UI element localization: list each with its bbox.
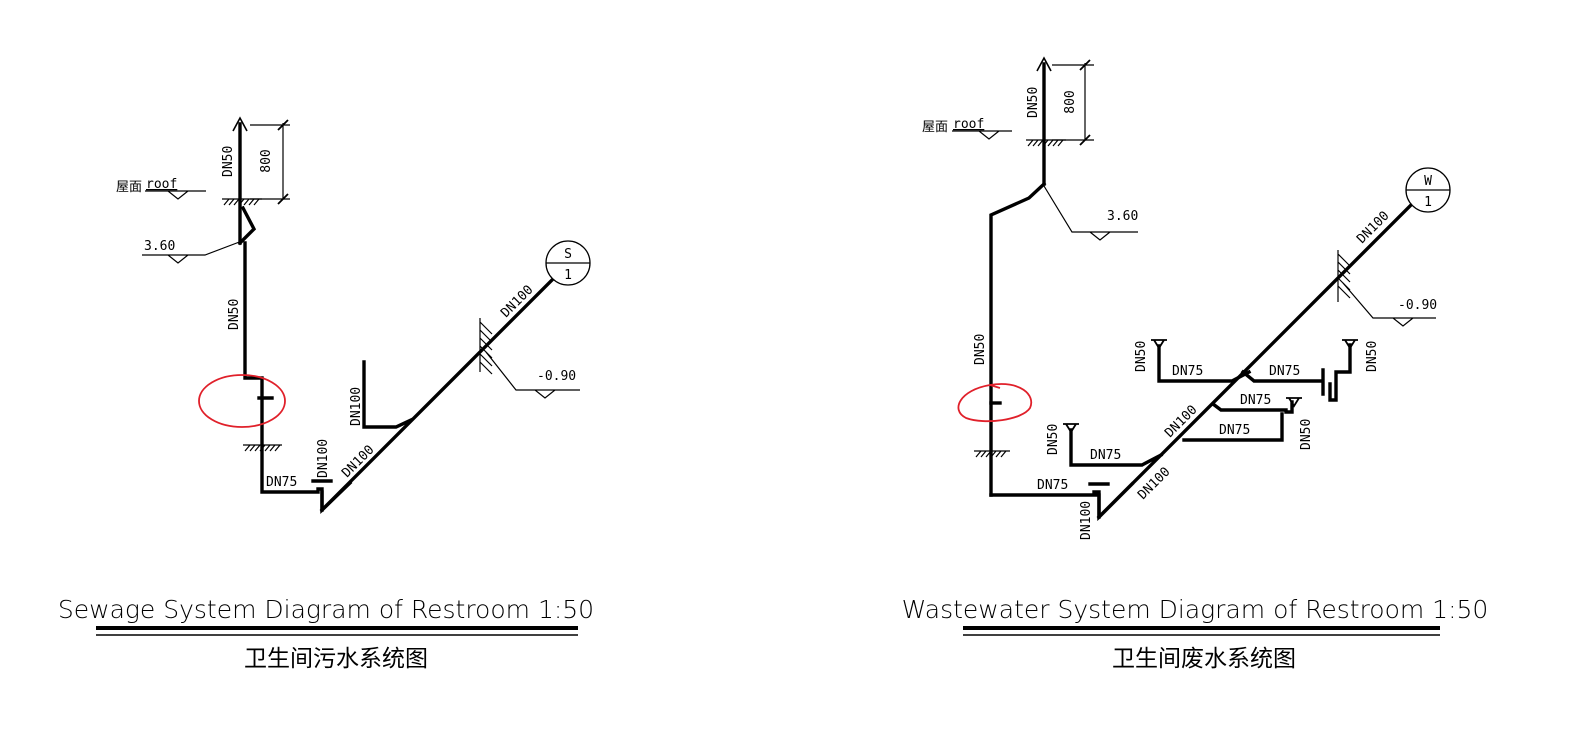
wastewater-label-stack: DN50 xyxy=(973,334,988,365)
wastewater-diagram: 800 屋面 roof 3.60 -0.90 xyxy=(902,56,1489,672)
wastewater-label-b3: DN75 xyxy=(1269,364,1300,379)
wastewater-label-b2: DN75 xyxy=(1172,364,1203,379)
wastewater-label-vent: DN50 xyxy=(1026,87,1041,118)
wastewater-title-zh: 卫生间废水系统图 xyxy=(1112,646,1296,672)
wastewater-label-f2: DN50 xyxy=(1134,341,1149,372)
sewage-main-drain xyxy=(319,276,556,513)
wastewater-badge-number: 1 xyxy=(1424,195,1432,210)
sewage-title-en: Sewage System Diagram of Restroom 1:50 xyxy=(58,595,594,624)
wastewater-elev-360: 3.60 xyxy=(1107,209,1138,224)
wastewater-label-b5: DN75 xyxy=(1219,423,1250,438)
wastewater-label-riser: DN100 xyxy=(1079,501,1094,540)
wastewater-dim-800: 800 xyxy=(1063,90,1078,113)
wastewater-roof-zh: 屋面 xyxy=(922,120,948,135)
sewage-dim-800: 800 xyxy=(259,149,274,172)
sewage-elevation-bottom: -0.90 xyxy=(485,351,580,399)
wastewater-elev-090: -0.90 xyxy=(1398,298,1437,313)
sewage-title-zh: 卫生间污水系统图 xyxy=(244,646,428,672)
sewage-label-stack: DN50 xyxy=(227,299,242,330)
wastewater-branches xyxy=(1063,339,1358,467)
wastewater-system-badge: W 1 xyxy=(1405,167,1451,213)
wastewater-title-en: Wastewater System Diagram of Restroom 1:… xyxy=(902,595,1489,624)
wastewater-annotation-circle xyxy=(957,383,1033,423)
wastewater-label-f4: DN50 xyxy=(1299,419,1314,450)
sewage-label-side: DN100 xyxy=(349,387,364,426)
sewage-elev-090: -0.90 xyxy=(537,369,576,384)
sewage-roof-zh: 屋面 xyxy=(116,180,142,195)
wastewater-elevation-top: 3.60 xyxy=(1043,185,1138,241)
wastewater-elevation-bottom: -0.90 xyxy=(1342,282,1437,327)
wastewater-label-main: DN100 xyxy=(1135,465,1173,503)
wastewater-label-b4: DN75 xyxy=(1240,393,1271,408)
sewage-elevation-top: 3.60 xyxy=(142,239,243,264)
wastewater-label-f1: DN50 xyxy=(1046,424,1061,455)
sewage-system-badge: S 1 xyxy=(545,240,591,286)
wastewater-height-dimension: 800 xyxy=(1052,59,1094,146)
sewage-main-stack xyxy=(243,241,320,494)
sewage-side-branch xyxy=(362,360,414,429)
sewage-roof-en: roof xyxy=(146,177,177,192)
wastewater-label-branch: DN75 xyxy=(1037,478,1068,493)
sewage-label-riser: DN100 xyxy=(316,439,331,478)
wastewater-label-b1: DN75 xyxy=(1090,448,1121,463)
wastewater-label-f3: DN50 xyxy=(1365,341,1380,372)
sewage-badge-number: 1 xyxy=(564,268,572,283)
sewage-badge-letter: S xyxy=(564,247,572,262)
wastewater-roof-en: roof xyxy=(953,117,984,132)
sewage-elev-360: 3.60 xyxy=(144,239,175,254)
sewage-height-dimension: 800 xyxy=(250,119,290,205)
sewage-label-branch: DN75 xyxy=(266,475,297,490)
sewage-annotation-circle xyxy=(198,374,286,428)
sewage-vent-stack xyxy=(222,116,262,246)
sewage-roof-marker: 屋面 roof xyxy=(116,177,206,200)
sewage-diagram: 800 屋面 roof 3.60 xyxy=(58,116,594,672)
sewage-label-vent: DN50 xyxy=(221,146,236,177)
wastewater-main-drain xyxy=(1096,185,1431,520)
wastewater-vent-stack xyxy=(989,56,1066,497)
wastewater-badge-letter: W xyxy=(1424,174,1432,189)
wastewater-roof-marker: 屋面 roof xyxy=(922,117,1012,140)
